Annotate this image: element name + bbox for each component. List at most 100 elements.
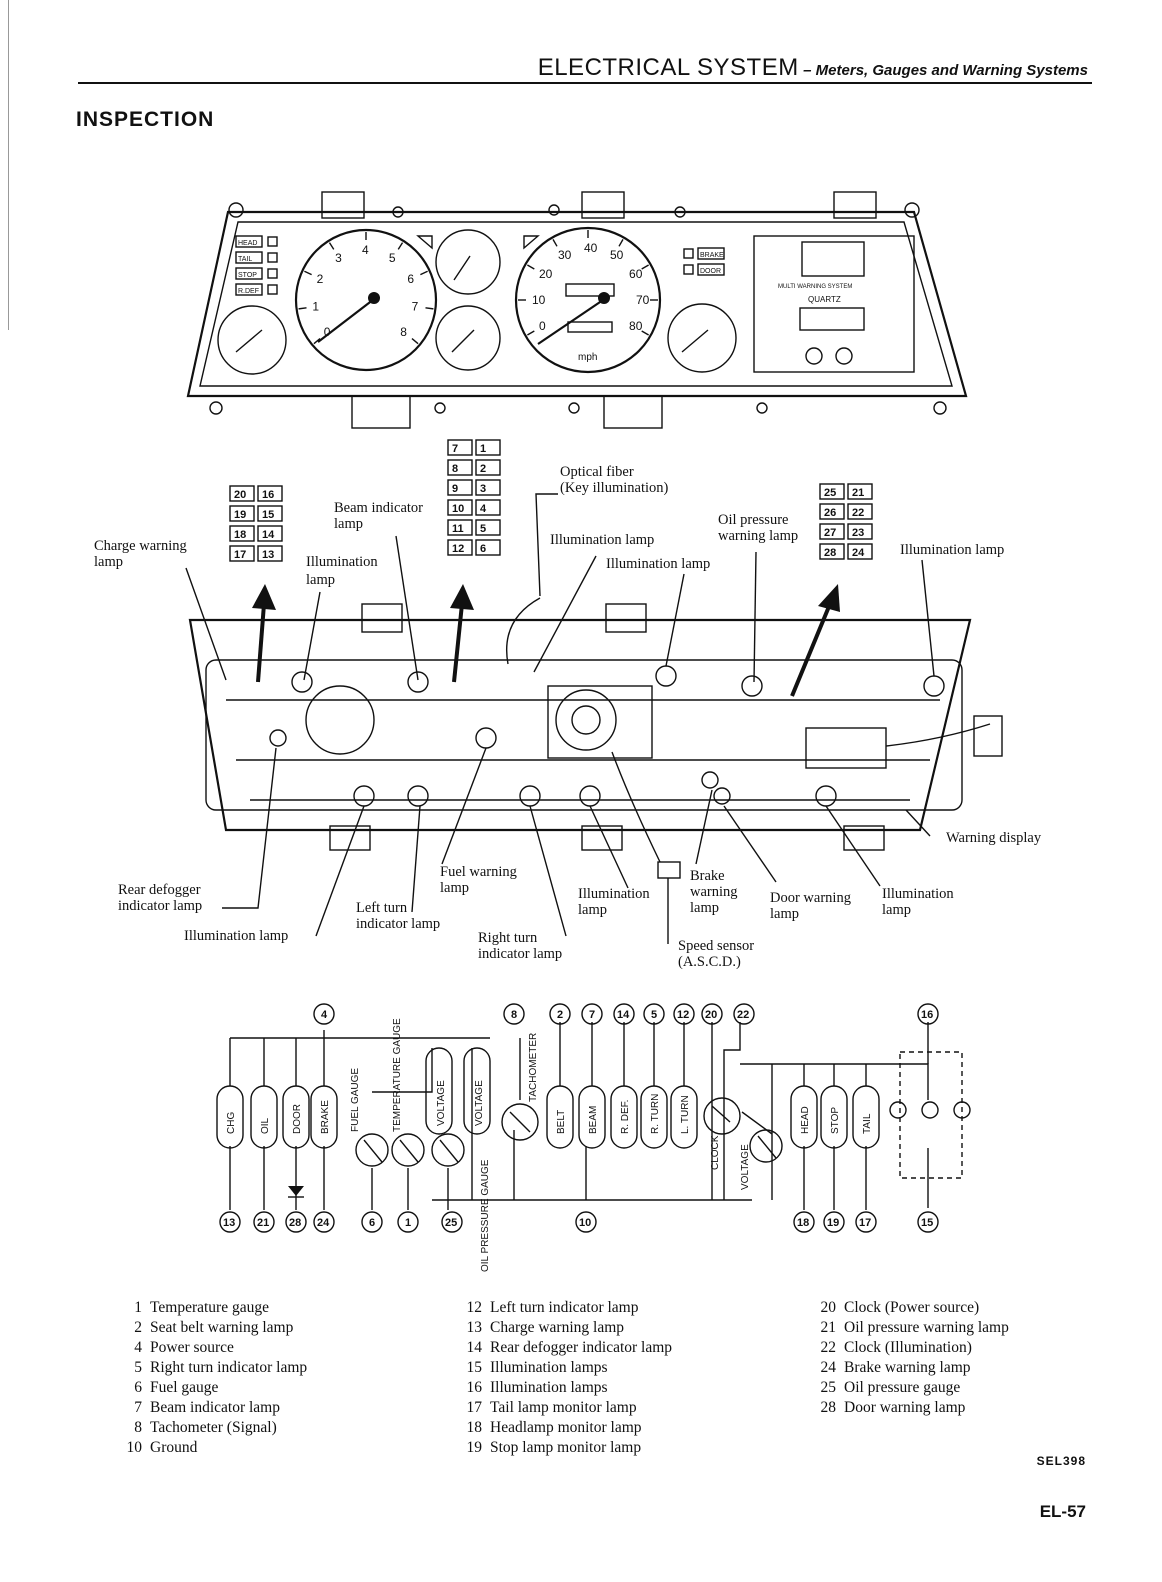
legend-item-number: 16 bbox=[466, 1379, 483, 1396]
speed-tick-label: 10 bbox=[532, 293, 546, 307]
connector-terminal-number: 2 bbox=[480, 463, 486, 475]
schematic-gauge-label: VOLTAGE bbox=[740, 1144, 751, 1190]
warning-tell bbox=[235, 283, 263, 296]
connector-terminal-number: 16 bbox=[262, 489, 274, 501]
legend-item-number: 13 bbox=[466, 1319, 483, 1336]
callout-right-turn: indicator lamp bbox=[478, 946, 562, 962]
callout-optical-fiber: Optical fiber bbox=[560, 464, 634, 480]
legend-item-text: Temperature gauge bbox=[150, 1299, 269, 1316]
callout-right-turn: Right turn bbox=[478, 930, 538, 946]
schematic-pin bbox=[701, 1003, 723, 1025]
schematic-pin-number: 6 bbox=[369, 1217, 375, 1229]
schematic-lamp-label: STOP bbox=[830, 1107, 841, 1134]
connector-terminal bbox=[257, 505, 283, 522]
fuel-gauge-dial bbox=[435, 229, 501, 295]
speed-tick bbox=[552, 239, 558, 247]
connector-terminal-number: 10 bbox=[452, 503, 464, 515]
callout-illumination-bottom-mid: Illumination bbox=[578, 886, 650, 902]
connector-terminal-number: 3 bbox=[480, 483, 486, 495]
schematic-pin-number: 8 bbox=[511, 1009, 517, 1021]
cluster-rear bbox=[188, 597, 1003, 879]
callout-lines bbox=[185, 493, 935, 944]
speed-tick-label: 20 bbox=[539, 267, 553, 281]
schematic-lamp-label: BEAM bbox=[588, 1106, 599, 1134]
schematic-pin bbox=[673, 1003, 695, 1025]
connector-terminal bbox=[847, 543, 873, 560]
legend-item-text: Stop lamp monitor lamp bbox=[490, 1439, 642, 1456]
connector-terminal-number: 8 bbox=[452, 463, 458, 475]
tach-tick bbox=[411, 338, 419, 345]
schematic-lamp-label: R. DEF. bbox=[620, 1100, 631, 1134]
header-rule bbox=[78, 82, 1092, 84]
schematic-pin-number: 25 bbox=[445, 1217, 457, 1229]
warning-tell-lamp bbox=[267, 268, 278, 279]
legend-item-text: Clock (Power source) bbox=[844, 1299, 980, 1316]
schematic-pin bbox=[361, 1211, 383, 1233]
connector-terminal-number: 24 bbox=[852, 547, 865, 559]
connector-terminal bbox=[847, 523, 873, 540]
connector-terminal-number: 6 bbox=[480, 543, 486, 555]
tach-tick bbox=[313, 338, 321, 345]
schematic-lamp bbox=[578, 1085, 606, 1149]
section-title: INSPECTION bbox=[76, 108, 215, 131]
callout-rear-defogger: indicator lamp bbox=[118, 898, 202, 914]
legend-item-text: Illumination lamps bbox=[490, 1359, 608, 1376]
callout-rear-defogger: Rear defogger bbox=[118, 882, 201, 898]
connector-arrows bbox=[252, 584, 840, 697]
connector-terminal bbox=[475, 459, 501, 476]
connector-terminal bbox=[475, 519, 501, 536]
tach-tick bbox=[425, 307, 434, 310]
connector-terminal bbox=[475, 439, 501, 456]
callout-left-turn: Left turn bbox=[356, 900, 408, 916]
warning-tell bbox=[235, 267, 263, 280]
tach-tick-label: 1 bbox=[312, 300, 319, 314]
connector-terminal-number: 26 bbox=[824, 507, 836, 519]
warning-tell-lamp bbox=[267, 284, 278, 295]
schematic-lamp-label: OIL bbox=[260, 1117, 271, 1134]
speed-unit: mph bbox=[578, 352, 597, 363]
connector-terminal-number: 17 bbox=[234, 549, 246, 561]
legend-item-text: Fuel gauge bbox=[150, 1379, 219, 1396]
legend-item-number: 12 bbox=[466, 1299, 483, 1316]
legend-item-text: Right turn indicator lamp bbox=[150, 1359, 308, 1376]
connector-terminal-number: 25 bbox=[824, 487, 836, 499]
schematic-lamp bbox=[610, 1085, 638, 1149]
speed-tick bbox=[641, 264, 649, 270]
legend-item-number: 19 bbox=[466, 1439, 483, 1456]
speed-tick-label: 0 bbox=[539, 319, 546, 333]
connector-terminal bbox=[257, 525, 283, 542]
callout-beam-indicator: Beam indicator bbox=[334, 500, 423, 516]
header-title: ELECTRICAL SYSTEM bbox=[537, 54, 799, 81]
callout-fuel-warning: Fuel warning bbox=[440, 864, 517, 880]
schematic-gauge-label: VOLTAGE bbox=[474, 1080, 485, 1126]
schematic-lamp-label: TAIL bbox=[862, 1113, 873, 1134]
legend-item-text: Tachometer (Signal) bbox=[150, 1419, 277, 1436]
schematic-pin bbox=[219, 1211, 241, 1233]
schematic-lamp-label: BRAKE bbox=[320, 1100, 331, 1134]
schematic-lamp bbox=[852, 1085, 880, 1149]
schematic-gauge-label: TACHOMETER bbox=[528, 1033, 539, 1102]
callout-illumination-bottom-right: Illumination bbox=[882, 886, 954, 902]
speed-tick-label: 50 bbox=[610, 248, 624, 262]
wiring-schematic bbox=[229, 1022, 971, 1210]
page-edge bbox=[8, 0, 9, 330]
legend-item-text: Clock (Illumination) bbox=[844, 1339, 972, 1356]
legend-item-number: 14 bbox=[466, 1339, 483, 1356]
schematic-pin bbox=[733, 1003, 755, 1025]
schematic-lamp bbox=[640, 1085, 668, 1149]
schematic-pin bbox=[793, 1211, 815, 1233]
mws-line1: MULTI WARNING SYSTEM bbox=[778, 284, 852, 290]
connector-terminal-number: 5 bbox=[480, 523, 486, 535]
warning-tell-label: R.DEF bbox=[238, 288, 259, 295]
connector-terminal-number: 14 bbox=[262, 529, 275, 541]
